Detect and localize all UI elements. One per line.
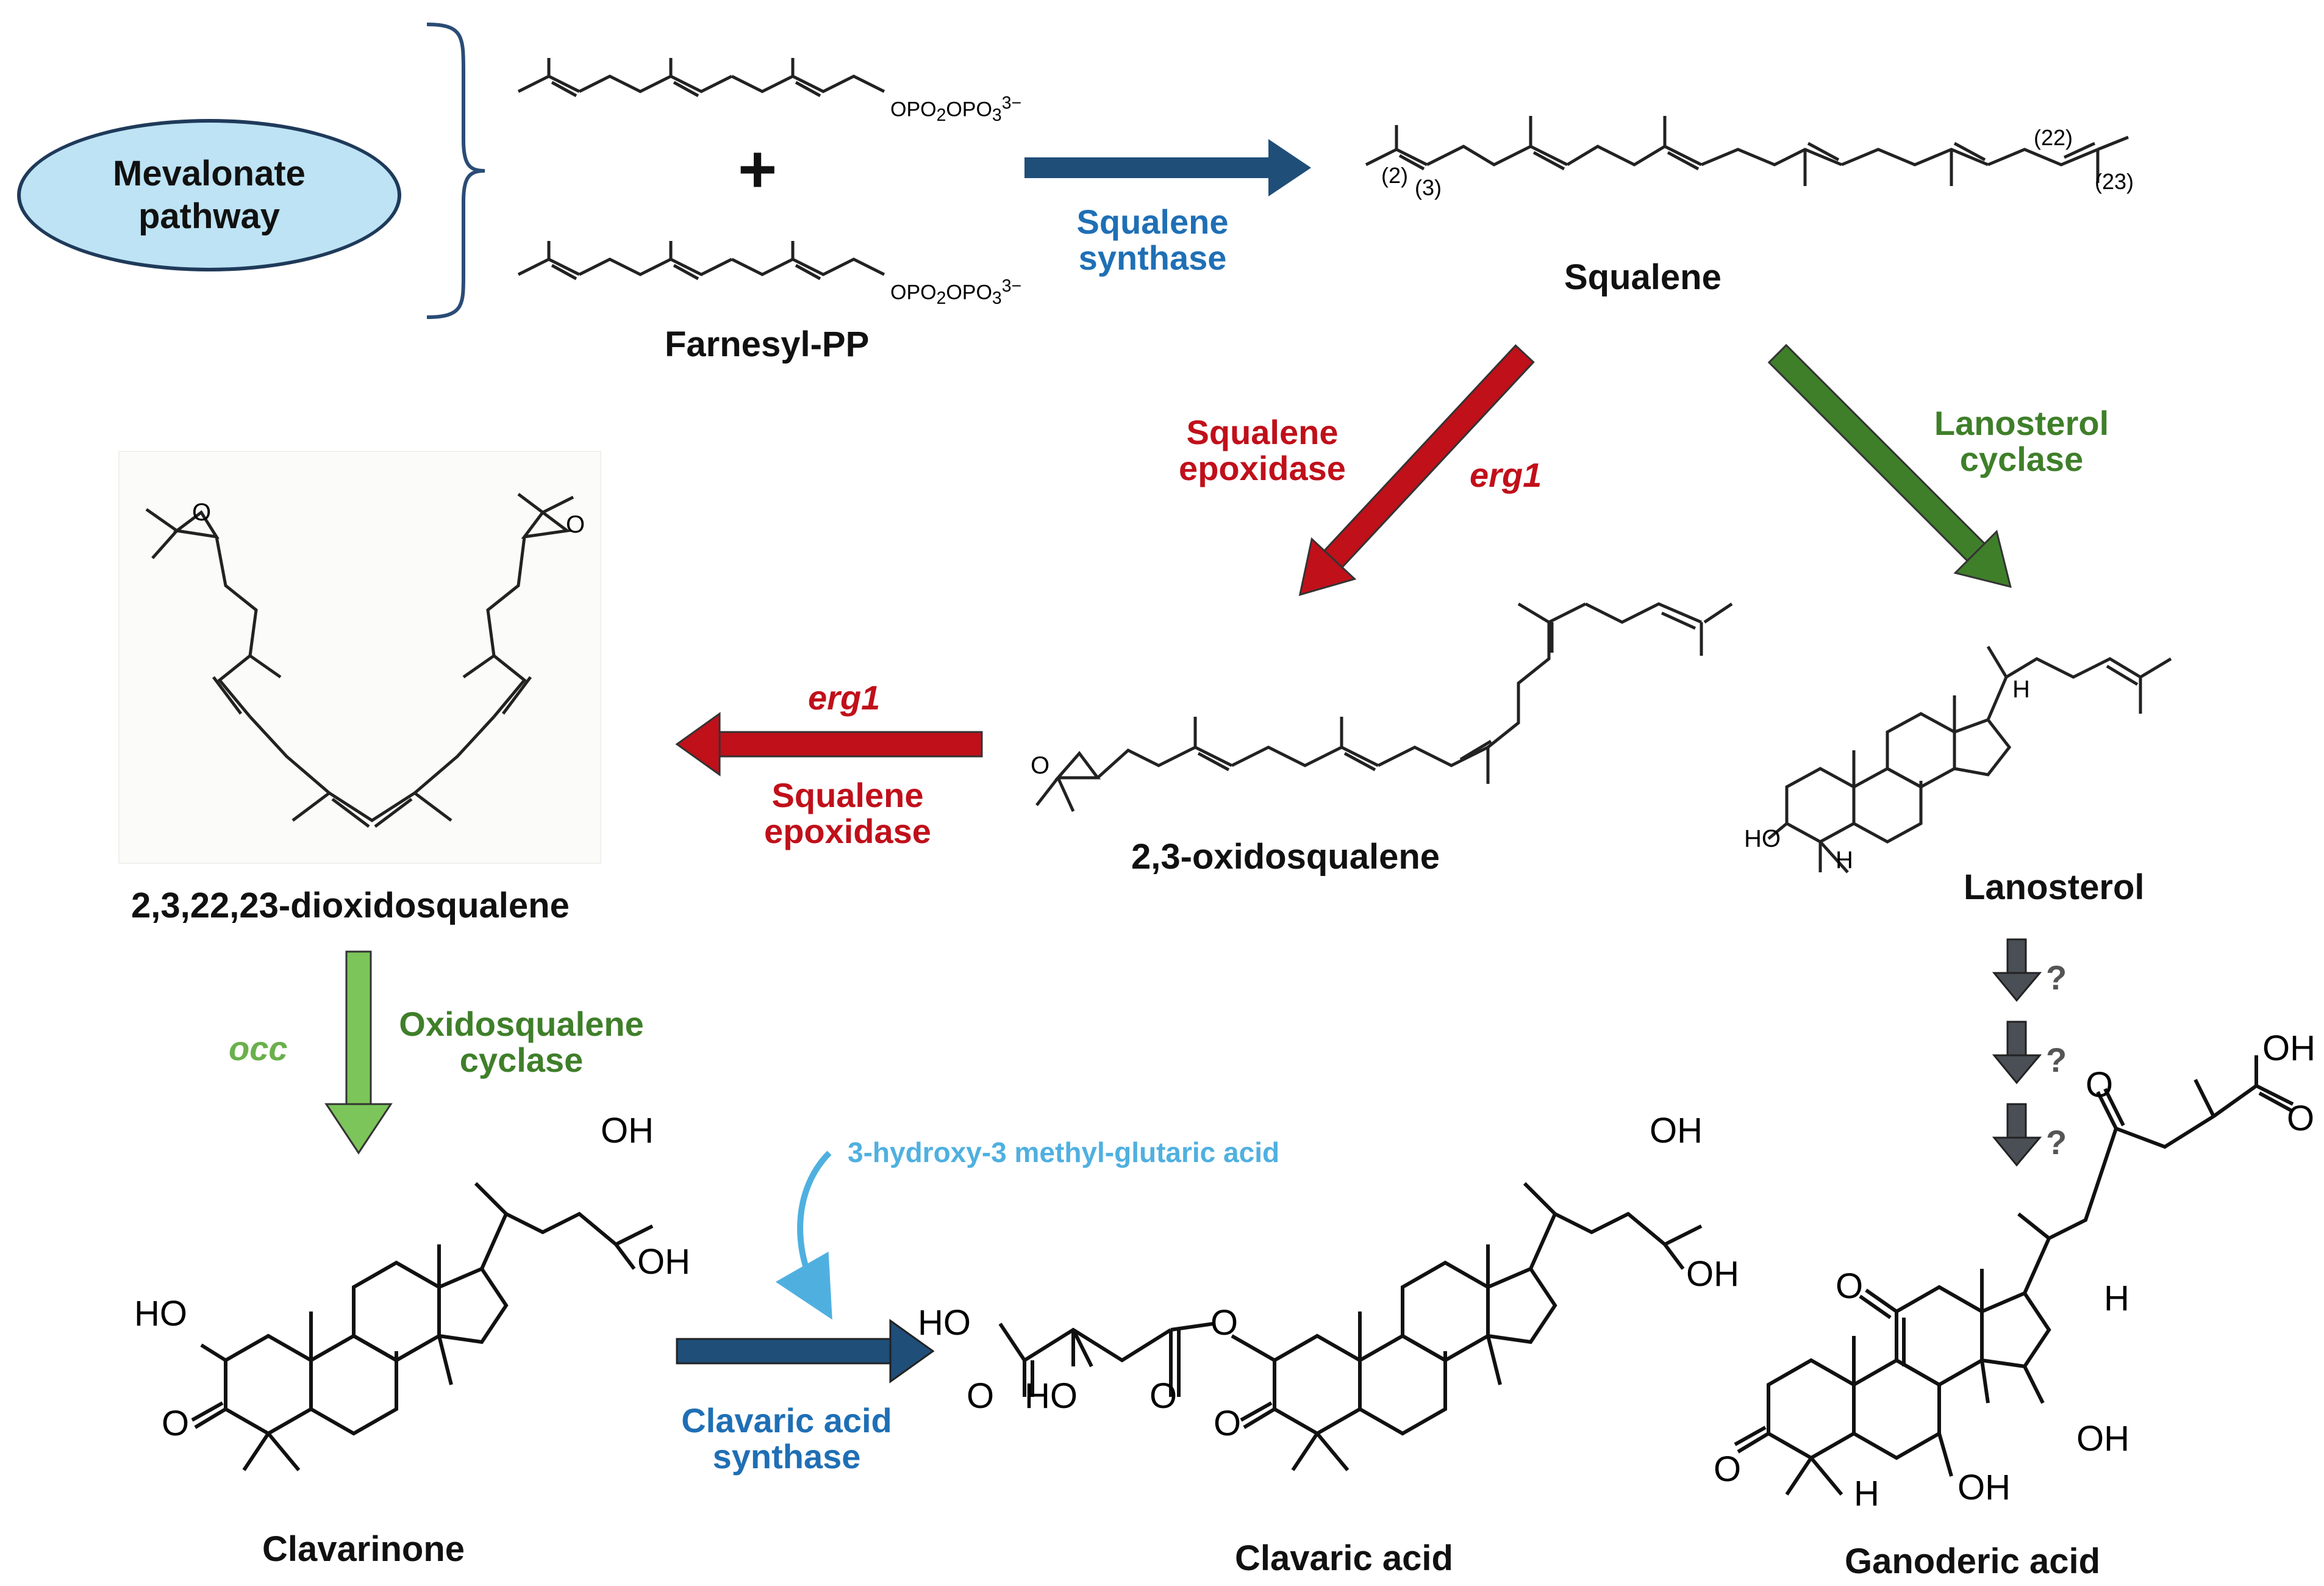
- clavaric-acid-ho-mid: HO: [1024, 1376, 1078, 1416]
- mevalonate-pathway-node: Mevalonate pathway: [17, 119, 401, 271]
- enzyme-squalene-epoxidase-1: Squalene epoxidase: [1179, 413, 1346, 487]
- ganoderic-acid-oh-acid: OH: [2262, 1028, 2315, 1068]
- unknown-step-2: ?: [2046, 1041, 2067, 1079]
- squalene-position-2: (2): [1381, 163, 1408, 188]
- ganoderic-acid-ketone-o-side: O: [2086, 1065, 2114, 1105]
- reagent-hmg: 3-hydroxy-3 methyl-glutaric acid: [848, 1136, 1280, 1168]
- compound-dioxidosqualene: 2,3,22,23-dioxidosqualene: [131, 886, 570, 925]
- clavarinone-structure: [191, 1182, 654, 1471]
- arrow-lanosterol-cyclase: [1767, 343, 2012, 588]
- oxidosqualene-structure: [1035, 602, 1733, 813]
- squalene-position-3: (3): [1415, 175, 1442, 200]
- compound-squalene: Squalene: [1564, 257, 1722, 297]
- arrow-squalene-epoxidase-2: [675, 712, 983, 777]
- clavaric-acid-oh-bottom: OH: [1686, 1254, 1739, 1294]
- lanosterol-h-1: H: [1836, 847, 1853, 874]
- compound-lanosterol: Lanosterol: [1964, 867, 2145, 907]
- enzyme-oxidosqualene-cyclase: Oxidosqualene cyclase: [399, 1005, 644, 1079]
- clavarinone-oh-top: OH: [601, 1111, 654, 1150]
- enzyme-lanosterol-cyclase: Lanosterol cyclase: [1934, 404, 2109, 478]
- enzyme-squalene-epoxidase-2: Squalene epoxidase: [764, 776, 931, 850]
- squalene-structure: [1365, 116, 2129, 186]
- ganoderic-acid-structure: [1734, 1055, 2294, 1496]
- farnesyl-pp-top: [517, 58, 885, 98]
- oxirane-oxygen-left: O: [192, 499, 212, 526]
- clavaric-acid-o-1: O: [967, 1376, 995, 1416]
- mevalonate-pathway-label: Mevalonate pathway: [113, 154, 306, 236]
- clavaric-acid-o-2: O: [1149, 1376, 1178, 1416]
- compound-oxidosqualene: 2,3-oxidosqualene: [1131, 837, 1440, 877]
- lanosterol-structure: [1767, 645, 2172, 874]
- ganoderic-acid-h-2: H: [1854, 1474, 1879, 1513]
- brace: [426, 23, 485, 319]
- clavarinone-ho: HO: [134, 1294, 187, 1333]
- farnesyl-pp-bottom: [517, 241, 885, 281]
- compound-farnesyl-pp: Farnesyl-PP: [665, 325, 870, 364]
- clavaric-acid-ester-o: O: [1210, 1303, 1239, 1343]
- squalene-position-22: (22): [2034, 125, 2073, 150]
- ganoderic-acid-acid-o: O: [2287, 1099, 2315, 1138]
- squalene-position-23: (23): [2095, 169, 2134, 194]
- unknown-step-3: ?: [2046, 1123, 2067, 1161]
- ganoderic-acid-ketone-o-a: O: [1714, 1449, 1742, 1489]
- compound-ganoderic-acid: Ganoderic acid: [1845, 1541, 2101, 1581]
- arrow-squalene-synthase: [1024, 139, 1311, 196]
- plus-sign: +: [738, 132, 778, 207]
- arrow-oxidosqualene-cyclase: [324, 950, 393, 1155]
- unknown-step-1: ?: [2046, 958, 2067, 997]
- clavarinone-ketone-o: O: [162, 1404, 190, 1443]
- gene-erg1-b: erg1: [808, 678, 881, 717]
- ganoderic-acid-oh-1: OH: [2076, 1419, 2129, 1459]
- ganoderic-acid-ketone-o-ring: O: [1836, 1266, 1864, 1306]
- dioxidosqualene-panel: [118, 451, 601, 864]
- lanosterol-h-2: H: [2012, 676, 2030, 703]
- clavaric-acid-ketone-o: O: [1214, 1404, 1242, 1443]
- dioxidosqualene-structure: [145, 493, 574, 828]
- arrow-hmg-input: [775, 1150, 832, 1320]
- ganoderic-acid-oh-2: OH: [1958, 1468, 2011, 1507]
- gene-occ: occ: [229, 1029, 288, 1068]
- pp-group-bottom: OPO2OPO33−: [890, 276, 1021, 309]
- clavaric-acid-ho-acid: HO: [918, 1303, 971, 1343]
- enzyme-squalene-synthase: Squalene synthase: [1076, 203, 1229, 277]
- oxirane-oxygen-right: O: [566, 511, 585, 538]
- clavarinone-oh-bottom: OH: [637, 1242, 690, 1282]
- unknown-step-arrows: [1992, 938, 2042, 1167]
- compound-clavaric-acid: Clavaric acid: [1235, 1538, 1453, 1578]
- clavaric-acid-structure: [998, 1182, 1703, 1471]
- arrow-clavaric-acid-synthase: [676, 1319, 935, 1383]
- clavaric-acid-oh-top: OH: [1650, 1111, 1703, 1150]
- pp-group-top: OPO2OPO33−: [890, 93, 1021, 126]
- arrow-squalene-epoxidase-1: [1298, 344, 1535, 597]
- oxirane-oxygen-oxidosqualene: O: [1031, 752, 1050, 779]
- compound-clavarinone: Clavarinone: [262, 1529, 465, 1569]
- ganoderic-acid-h-1: H: [2104, 1279, 2129, 1318]
- gene-erg1-a: erg1: [1470, 456, 1542, 494]
- lanosterol-ho: HO: [1744, 825, 1781, 852]
- enzyme-clavaric-acid-synthase: Clavaric acid synthase: [681, 1401, 892, 1476]
